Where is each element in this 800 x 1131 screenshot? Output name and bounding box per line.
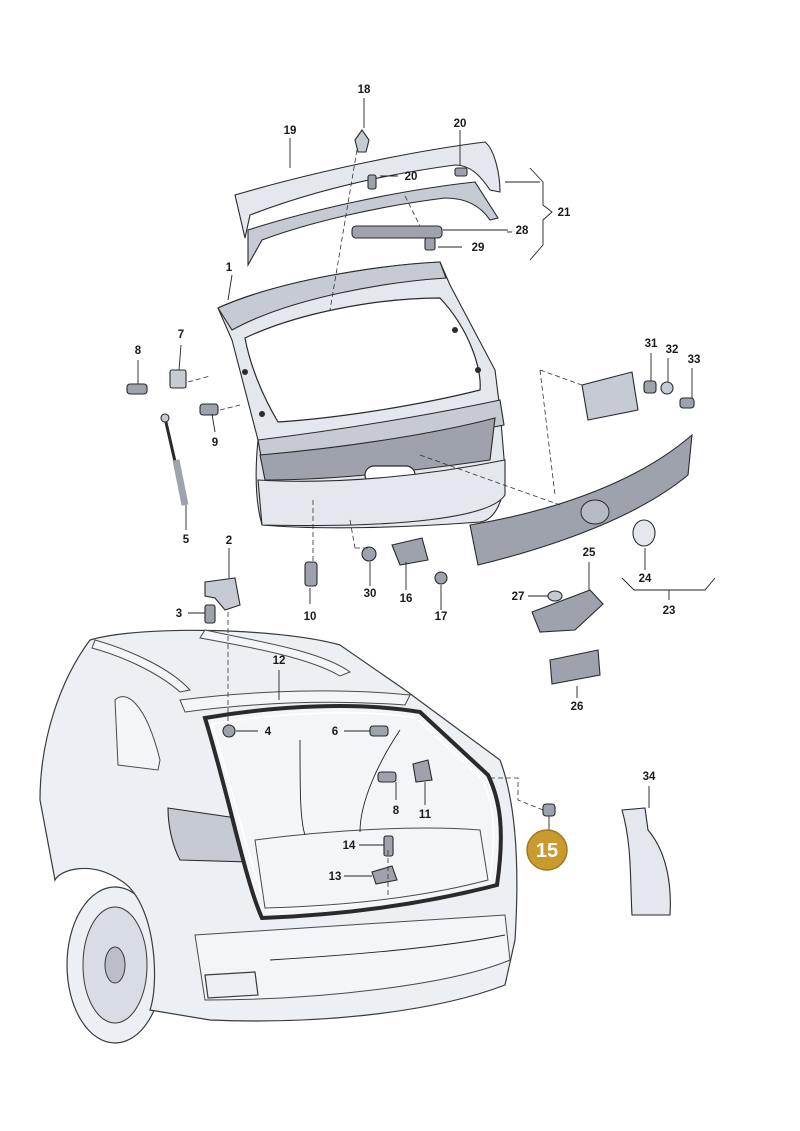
vehicle-rear-body [39,629,518,1044]
callout-label: 2 [226,535,232,547]
callout-label: 13 [329,871,342,883]
callout-label: 31 [645,338,658,350]
callout-label: 23 [663,605,676,617]
clip-18 [354,129,370,153]
small-parts [126,129,695,916]
callout-label: 29 [472,242,485,254]
callout-label: 24 [639,573,652,585]
callout-label: 6 [332,726,338,738]
leader-lines [137,98,716,895]
callout-label: 32 [666,344,679,356]
callout-label: 8 [393,805,400,817]
callout-label: 26 [571,701,584,713]
callout-label: 8 [135,345,142,357]
tailgate-assembly [217,261,506,529]
callout-label: 11 [419,809,432,821]
callout-label: 30 [364,588,377,600]
callout-label: 21 [558,207,571,219]
callout-label: 9 [212,437,218,449]
callout-label: 16 [400,593,413,605]
callout-label: 19 [284,125,297,137]
callout-label: 3 [176,608,182,620]
callout-label: 20 [405,171,418,183]
callout-label: 28 [516,225,529,237]
callout-label: 5 [183,534,190,546]
highlight-circle[interactable] [526,829,568,871]
callout-label: 34 [643,771,656,783]
callout-label: 25 [583,547,596,559]
callout-labels: 1 2 3 4 5 6 7 8 8 9 10 11 12 13 14 16 17… [135,84,701,883]
highlighted-callout-label: 15 [536,840,558,862]
callout-label: 18 [358,84,371,96]
highlighted-callout[interactable]: 15 [526,829,568,871]
third-brake-light [351,225,443,239]
callout-label: 27 [512,591,525,603]
callout-label: 7 [178,329,184,341]
callout-label: 10 [304,611,317,623]
callout-label: 17 [435,611,448,623]
callout-label: 14 [343,840,356,852]
callout-label: 1 [226,262,233,274]
callout-label: 12 [273,655,286,667]
callout-label: 20 [454,118,467,130]
callout-label: 33 [688,354,701,366]
rear-spoiler [234,141,501,268]
callout-label: 4 [265,726,272,738]
